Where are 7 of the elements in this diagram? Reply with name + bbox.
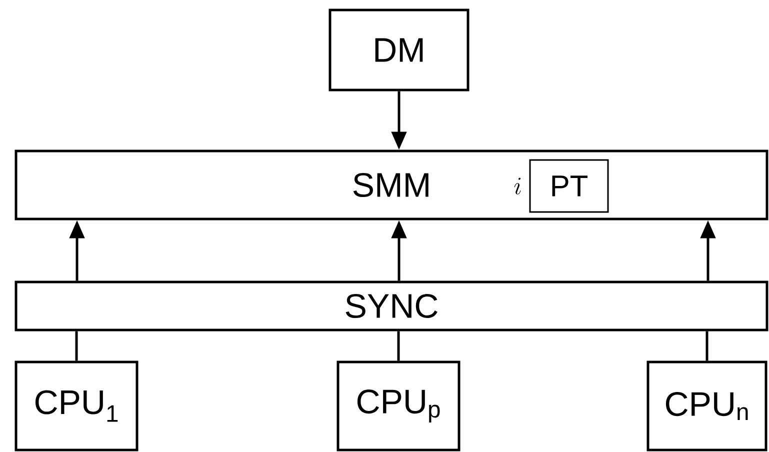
process-box: CPU$_{n}$ [646, 360, 768, 452]
process-box: CPU$_{1}$ [14, 360, 138, 452]
process-box: DM [328, 8, 470, 92]
process-box: CPU$_{p}$ [336, 360, 460, 452]
variable-label: $i$ [514, 178, 521, 194]
table-box: PT [529, 159, 609, 213]
bus-box: SYNC [14, 280, 768, 332]
